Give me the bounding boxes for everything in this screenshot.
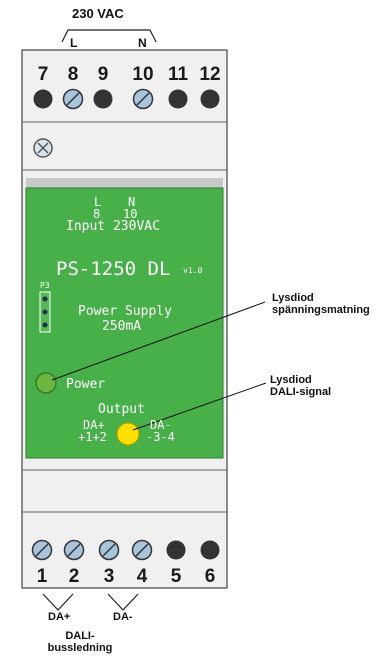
pcb-output-label: Output: [98, 402, 145, 417]
signal-led: [116, 422, 140, 446]
front-screw-icon: [33, 138, 53, 158]
signal-led-annotation-line1: Lysdiod: [270, 374, 312, 386]
terminal-4-label: 4: [136, 566, 148, 587]
pcb-board: [25, 187, 224, 459]
pcb-power-led-label: Power: [66, 377, 106, 392]
top-terminal-row: [33, 88, 220, 110]
bottom-terminal-row: [31, 539, 220, 561]
pcb-da-minus-label: DA-: [150, 418, 172, 432]
terminal-1-label: 1: [36, 566, 48, 587]
terminal-8-label: 8: [67, 64, 79, 85]
signal-led-annotation-line2: DALI-signal: [270, 386, 332, 398]
terminal-7-label: 7: [37, 64, 49, 85]
terminal-10-label: 10: [132, 64, 154, 85]
bus-da-minus-label: DA-: [113, 611, 133, 623]
p3-connector: [39, 291, 51, 333]
terminal-3-label: 3: [103, 566, 115, 587]
terminal-2-label: 2: [68, 566, 80, 587]
bus-title-line2: bussledning: [47, 642, 113, 654]
pcb-pin10-label: 10: [123, 207, 138, 221]
power-led-annotation-line2: spänningsmatning: [272, 304, 370, 316]
terminal-12-label: 12: [199, 64, 221, 85]
signal-led-annotation: Lysdiod DALI-signal: [270, 374, 331, 398]
pcb-da-minus-pins-label: -3-4: [146, 430, 175, 444]
pcb-pin8-label: 8: [93, 207, 101, 221]
bus-title-line1: DALI-: [65, 630, 95, 642]
pcb-da-plus-label: DA+: [83, 418, 105, 432]
pcb-power-supply-label: Power Supply: [78, 304, 172, 319]
terminal-11-label: 11: [167, 64, 189, 85]
power-led: [35, 372, 57, 394]
bus-da-plus-label: DA+: [48, 611, 71, 623]
pcb-n-label: N: [128, 195, 136, 209]
power-led-annotation-line1: Lysdiod: [272, 292, 314, 304]
pcb-version-label: v1.0: [183, 266, 203, 275]
pcb-l-label: L: [94, 195, 102, 209]
pcb-current-label: 250mA: [102, 319, 142, 334]
terminal-9-label: 9: [97, 64, 109, 85]
terminal-5-label: 5: [170, 566, 182, 587]
da-plus-bracket: [42, 593, 74, 611]
pcb-p3-label: P3: [40, 281, 50, 290]
bus-title: DALI- bussledning: [40, 630, 120, 654]
pcb-model-label: PS-1250 DL: [56, 258, 171, 280]
da-minus-bracket: [107, 593, 139, 611]
supply-bracket: [61, 29, 157, 43]
supply-voltage-label: 230 VAC: [72, 6, 124, 21]
power-led-annotation: Lysdiod spänningsmatning: [272, 292, 370, 316]
pcb-input-label: Input 230VAC: [66, 219, 160, 234]
supply-l-label: L: [70, 36, 78, 50]
pcb-da-plus-pins-label: +1+2: [78, 430, 107, 444]
terminal-6-label: 6: [204, 566, 216, 587]
supply-n-label: N: [138, 36, 147, 50]
